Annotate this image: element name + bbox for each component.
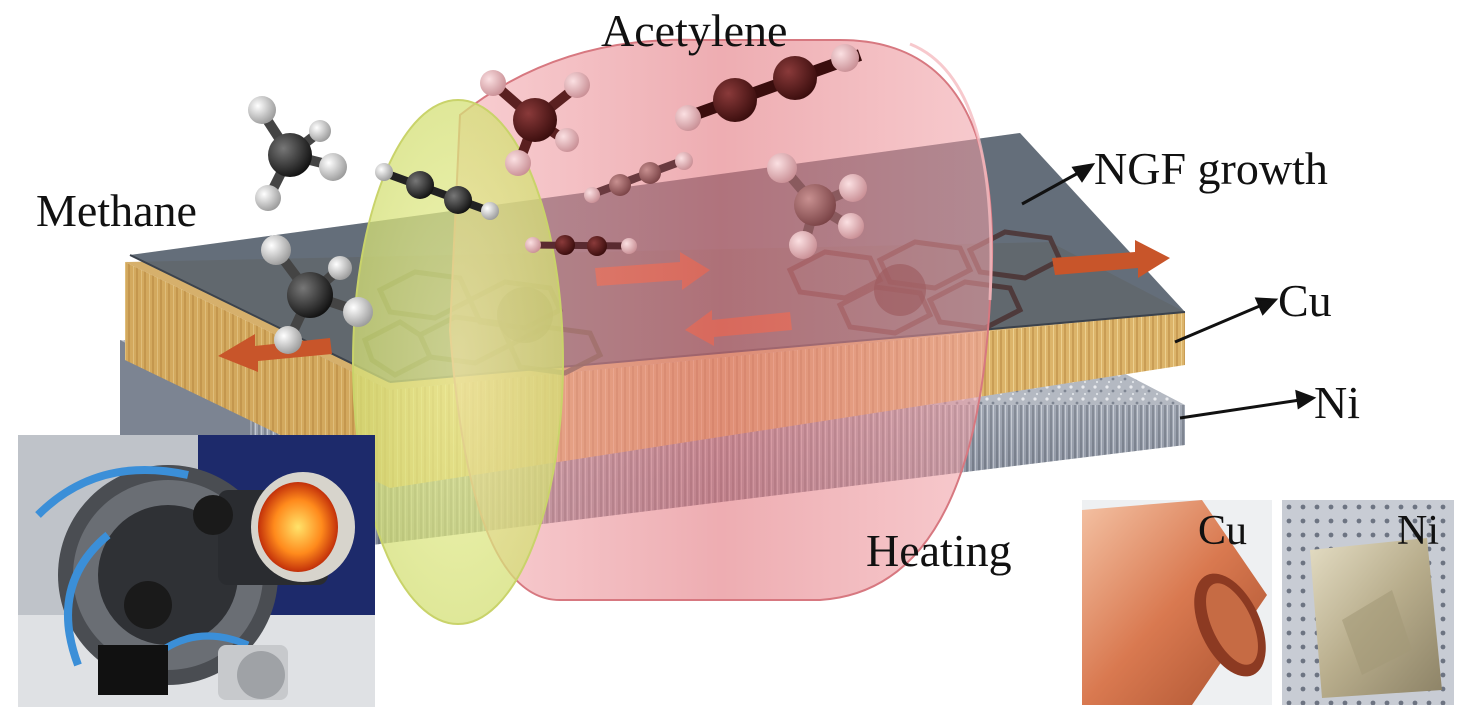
- reaction-tube: [352, 38, 994, 625]
- cu-photo-label: Cu: [1198, 508, 1248, 554]
- label-ngf-growth: NGF growth: [1094, 143, 1328, 194]
- acetylene-molecule-icon: [675, 44, 863, 131]
- acetylene-molecule-icon: [525, 235, 637, 256]
- label-cu: Cu: [1278, 275, 1332, 326]
- label-acetylene: Acetylene: [601, 5, 788, 56]
- methane-molecule-icon: [248, 96, 347, 211]
- furnace-photo: [18, 435, 375, 707]
- methane-molecule-icon: [480, 70, 590, 176]
- label-pointer-arrows: [1021, 162, 1317, 420]
- methane-molecule-icon: [767, 153, 867, 259]
- ni-foil-photo: [1282, 500, 1454, 705]
- acetylene-molecule-icon: [375, 163, 499, 220]
- label-ni: Ni: [1314, 377, 1360, 428]
- acetylene-molecule-icon: [584, 152, 693, 203]
- label-heating: Heating: [866, 525, 1012, 576]
- label-methane: Methane: [36, 185, 197, 236]
- methane-molecule-icon: [261, 235, 373, 354]
- cu-foil-photo: [1082, 500, 1272, 705]
- ni-photo-label: Ni: [1397, 508, 1439, 554]
